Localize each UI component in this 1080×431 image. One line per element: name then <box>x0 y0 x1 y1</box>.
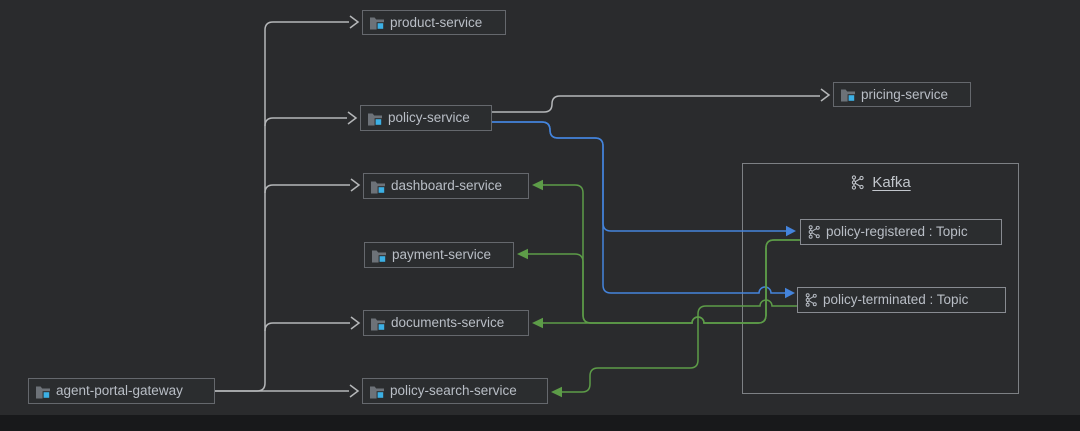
kafka-icon <box>850 175 865 190</box>
node-pricing-service[interactable]: pricing-service <box>833 82 971 107</box>
node-policy-service[interactable]: policy-service <box>360 105 492 131</box>
module-folder-icon <box>367 111 383 126</box>
kafka-group-title[interactable]: Kafka <box>872 174 911 191</box>
node-label: agent-portal-gateway <box>56 383 183 398</box>
node-topic-policy-terminated[interactable]: policy-terminated : Topic <box>797 287 1006 313</box>
node-documents-service[interactable]: documents-service <box>363 310 529 336</box>
node-label: documents-service <box>391 315 505 330</box>
window-bottom-edge <box>0 415 1080 431</box>
module-folder-icon <box>371 248 387 263</box>
node-label: payment-service <box>392 247 492 262</box>
module-folder-icon <box>370 316 386 331</box>
topic-label: policy-registered : Topic <box>826 224 968 239</box>
node-agent-portal-gateway[interactable]: agent-portal-gateway <box>28 378 215 404</box>
node-topic-policy-registered[interactable]: policy-registered : Topic <box>800 219 1002 245</box>
kafka-icon <box>807 225 821 239</box>
node-payment-service[interactable]: payment-service <box>364 242 514 268</box>
kafka-group: Kafka <box>742 163 1019 394</box>
node-label: policy-service <box>388 110 470 125</box>
node-policy-search-service[interactable]: policy-search-service <box>362 378 548 404</box>
node-label: policy-search-service <box>390 383 517 398</box>
module-folder-icon <box>35 384 51 399</box>
kafka-group-header[interactable]: Kafka <box>743 174 1018 191</box>
node-label: product-service <box>390 14 483 30</box>
module-folder-icon <box>840 87 856 102</box>
node-label: dashboard-service <box>391 178 503 193</box>
module-folder-icon <box>370 179 386 194</box>
node-product-service[interactable]: product-service <box>362 10 506 35</box>
kafka-icon <box>804 293 818 307</box>
module-folder-icon <box>369 384 385 399</box>
node-label: pricing-service <box>861 86 949 102</box>
topic-label: policy-terminated : Topic <box>823 292 969 307</box>
node-dashboard-service[interactable]: dashboard-service <box>363 173 529 199</box>
module-folder-icon <box>369 15 385 30</box>
